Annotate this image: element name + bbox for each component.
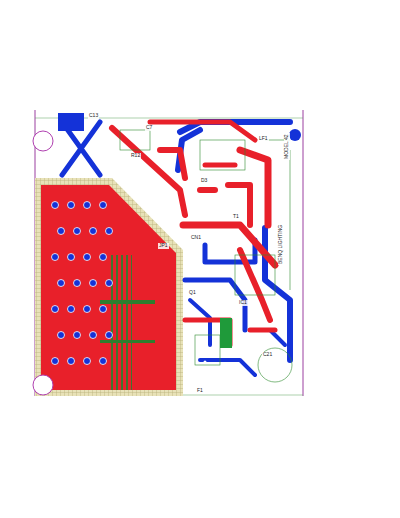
part-label: BENQ LIGHTING (278, 224, 284, 265)
part-label: C7 (145, 125, 153, 131)
pad (106, 280, 113, 287)
pad (52, 202, 59, 209)
part-label: R12 (130, 153, 141, 159)
part-label: CN1 (190, 235, 202, 241)
pad (106, 332, 113, 339)
part-label: F1 (196, 388, 204, 394)
copper-pour (41, 185, 176, 390)
top-traces (112, 122, 275, 345)
pad (100, 358, 107, 365)
pad (90, 280, 97, 287)
pad (52, 254, 59, 261)
pad (84, 358, 91, 365)
pad (58, 332, 65, 339)
mounting-hole (33, 375, 53, 395)
pad (58, 228, 65, 235)
pad (84, 202, 91, 209)
part-label: MODEL 42 (284, 133, 290, 160)
silkscreen (120, 130, 292, 382)
clearance-hatch (35, 178, 183, 396)
green-component (220, 318, 232, 348)
pad (68, 202, 75, 209)
pad (100, 306, 107, 313)
part-label: C21 (262, 352, 273, 358)
green-traces (110, 255, 132, 390)
pad (90, 228, 97, 235)
pad (90, 332, 97, 339)
pad (52, 358, 59, 365)
pad (68, 306, 75, 313)
pads (52, 202, 113, 365)
drill-dots (204, 351, 207, 374)
pad (74, 280, 81, 287)
part-label: D3 (200, 178, 208, 184)
pad (106, 228, 113, 235)
board-edge (303, 110, 304, 396)
pad (289, 129, 301, 141)
pad (100, 202, 107, 209)
part-label: C13 (88, 113, 99, 119)
pad (52, 306, 59, 313)
part-label: Q1 (188, 290, 197, 296)
part-label: T1 (232, 214, 240, 220)
mounting-hole (33, 131, 53, 151)
pad (74, 332, 81, 339)
green-trace (100, 340, 155, 343)
pad (74, 228, 81, 235)
pad (100, 254, 107, 261)
bottom-traces (58, 113, 290, 375)
pad (68, 254, 75, 261)
part-label: JP1 (158, 243, 169, 249)
pad (58, 280, 65, 287)
pad (84, 254, 91, 261)
pad (68, 358, 75, 365)
green-trace (100, 300, 155, 304)
part-label: LF1 (258, 136, 269, 142)
part-label: IC1 (238, 300, 248, 306)
pad (84, 306, 91, 313)
